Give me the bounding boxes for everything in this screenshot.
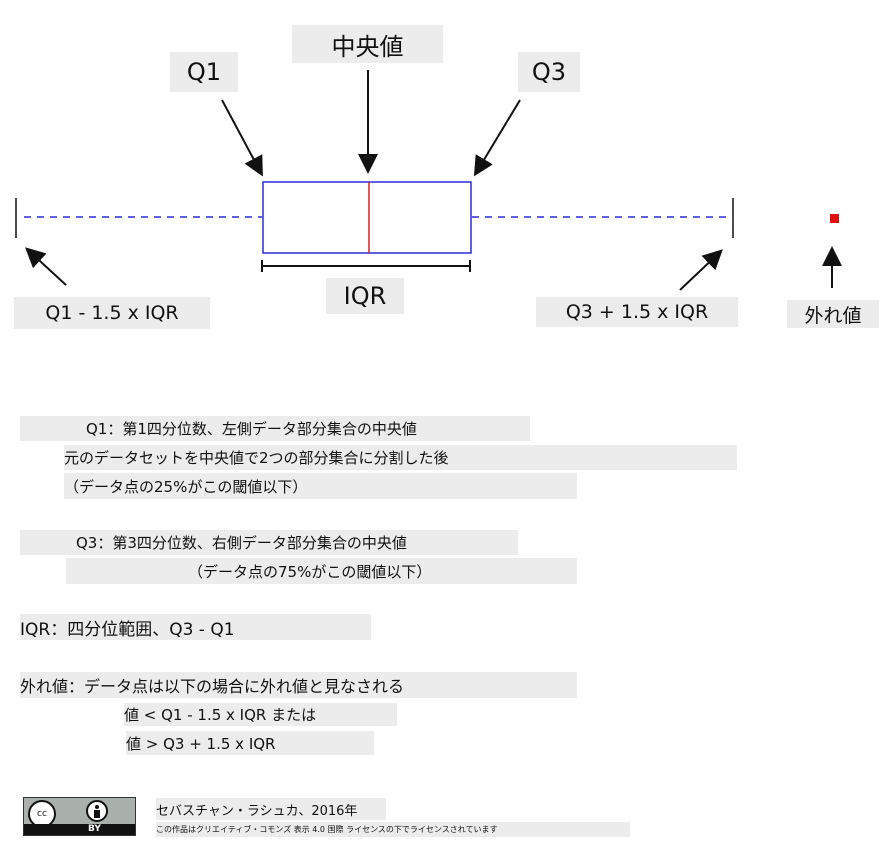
iqr-box <box>262 181 472 254</box>
q1-explanation: 元のデータセットを中央値で2つの部分集合に分割した後 <box>64 445 737 470</box>
median-label: 中央値 <box>292 25 443 63</box>
q3-percentile-note: （データ点の75%がこの閾値以下） <box>66 558 577 584</box>
q3-definition: Q3：第3四分位数、右側データ部分集合の中央値 <box>20 530 518 555</box>
lower-fence-arrow <box>25 247 67 286</box>
q1-definition: Q1：第1四分位数、左側データ部分集合の中央値 <box>20 416 530 441</box>
upper-fence-label: Q3 + 1.5 x IQR <box>536 297 738 327</box>
outlier-rule-upper: 値 > Q3 + 1.5 x IQR <box>126 731 374 755</box>
q1-percentile-note: （データ点の25%がこの閾値以下） <box>64 473 577 499</box>
q3-arrow <box>473 99 521 177</box>
outlier-label: 外れ値 <box>787 300 879 328</box>
outlier-definition: 外れ値：データ点は以下の場合に外れ値と見なされる <box>20 672 577 698</box>
q1-arrow <box>221 99 263 177</box>
cc-by-license-badge: cc BY <box>23 797 136 836</box>
iqr-label: IQR <box>326 278 404 314</box>
iqr-bracket <box>261 260 471 272</box>
outlier-point <box>830 214 839 223</box>
attribution-person-icon <box>86 800 108 822</box>
q1-label: Q1 <box>170 52 238 92</box>
license-text: この作品はクリエイティブ・コモンズ 表示 4.0 国際 ライセンスの下でライセン… <box>156 822 630 837</box>
outlier-rule-lower: 値 < Q1 - 1.5 x IQR または <box>124 703 397 726</box>
cc-icon: cc <box>28 800 56 828</box>
by-label: BY <box>24 824 135 835</box>
author-credit: セバスチャン・ラシュカ、2016年 <box>156 798 386 820</box>
upper-fence-arrow <box>679 249 723 291</box>
iqr-definition: IQR：四分位範囲、Q3 - Q1 <box>20 614 371 640</box>
q3-label: Q3 <box>518 52 580 92</box>
lower-fence-label: Q1 - 1.5 x IQR <box>14 297 210 329</box>
